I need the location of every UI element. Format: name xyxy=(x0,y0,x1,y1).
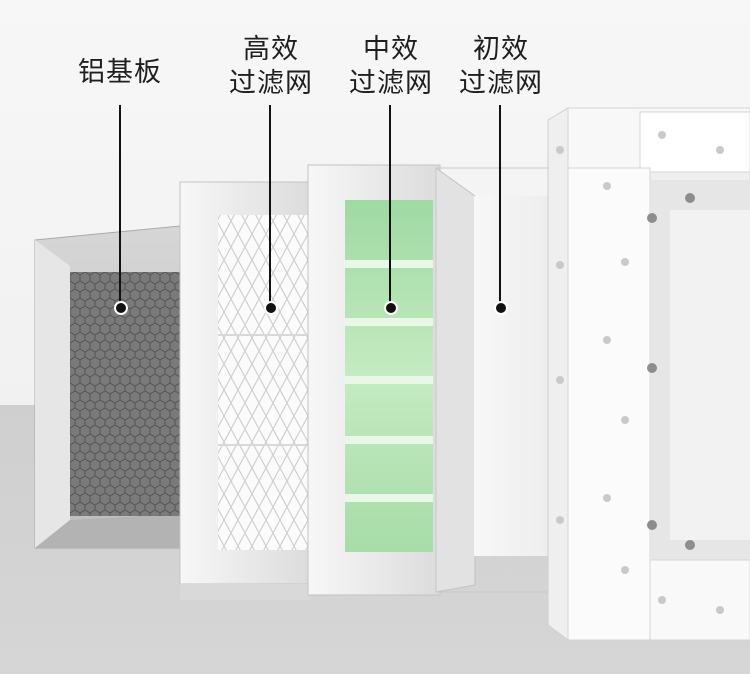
label-medium-line2: 过滤网 xyxy=(349,68,433,99)
leader-dot-hepa xyxy=(264,301,278,315)
filter-housing xyxy=(547,107,750,641)
aluminum-panel xyxy=(34,225,181,549)
leader-line-hepa xyxy=(269,105,271,307)
label-aluminum-text: 铝基板 xyxy=(78,57,162,88)
label-hepa: 高效 过滤网 xyxy=(225,33,317,101)
label-medium: 中效 过滤网 xyxy=(345,33,437,101)
label-primary-line2: 过滤网 xyxy=(459,68,543,99)
label-hepa-line1: 高效 xyxy=(243,34,299,65)
leader-dot-aluminum xyxy=(114,301,128,315)
leader-dot-primary xyxy=(494,301,508,315)
label-medium-line1: 中效 xyxy=(363,34,419,65)
leader-dot-medium xyxy=(384,301,398,315)
leader-line-aluminum xyxy=(119,105,121,307)
leader-line-primary xyxy=(499,105,501,307)
leader-line-medium xyxy=(389,105,391,307)
label-hepa-line2: 过滤网 xyxy=(229,68,313,99)
medium-filter xyxy=(307,164,441,596)
primary-filter xyxy=(435,167,556,593)
label-primary: 初效 过滤网 xyxy=(455,33,547,101)
hepa-filter xyxy=(179,181,311,600)
label-aluminum: 铝基板 xyxy=(74,56,166,90)
label-primary-line1: 初效 xyxy=(473,34,529,65)
